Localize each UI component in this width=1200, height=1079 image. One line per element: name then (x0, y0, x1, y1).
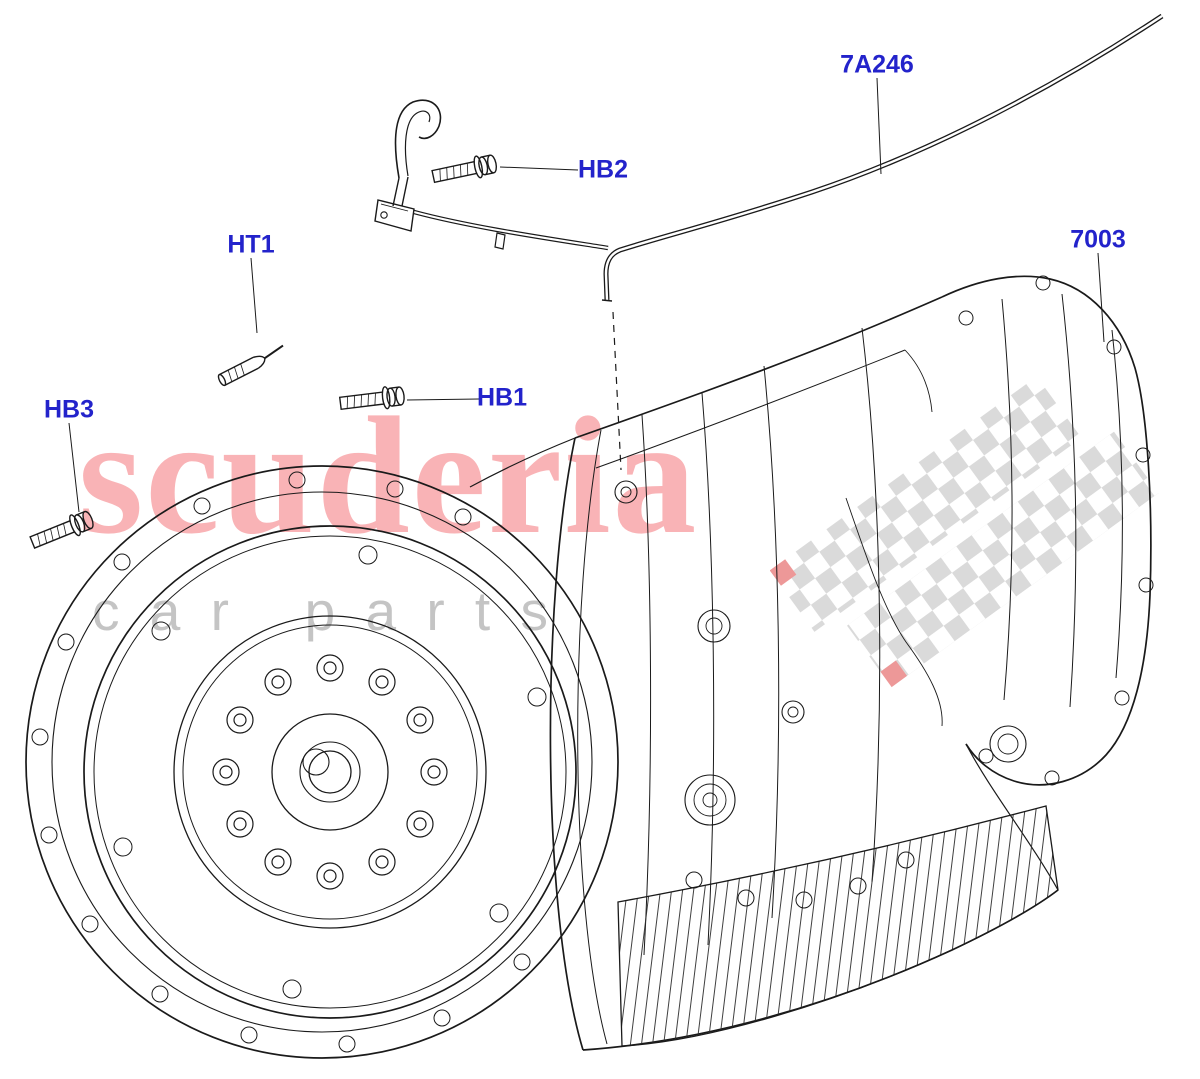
part-label-HB1[interactable]: HB1 (476, 383, 528, 412)
part-label-HB2[interactable]: HB2 (577, 155, 629, 184)
bolt-hb2-drawing (430, 151, 499, 188)
torque-converter-drawing (25, 465, 619, 1059)
dipstick-tube-drawing (374, 13, 1164, 471)
watermark-subtitle-text: car parts (92, 580, 579, 642)
part-label-HB3[interactable]: HB3 (43, 395, 95, 424)
bolt-hb3-drawing (27, 507, 97, 554)
stud-ht1-drawing (216, 341, 289, 388)
leader-lines (68, 77, 1105, 513)
transmission-case-drawing (469, 275, 1154, 1051)
part-label-7A246[interactable]: 7A246 (840, 50, 914, 79)
bolt-hb1-drawing (338, 383, 407, 415)
part-label-7003[interactable]: 7003 (1070, 225, 1126, 254)
watermark-checkered-flag-icon (770, 380, 1159, 688)
part-label-HT1[interactable]: HT1 (227, 230, 275, 259)
fasteners-drawing (27, 151, 499, 554)
